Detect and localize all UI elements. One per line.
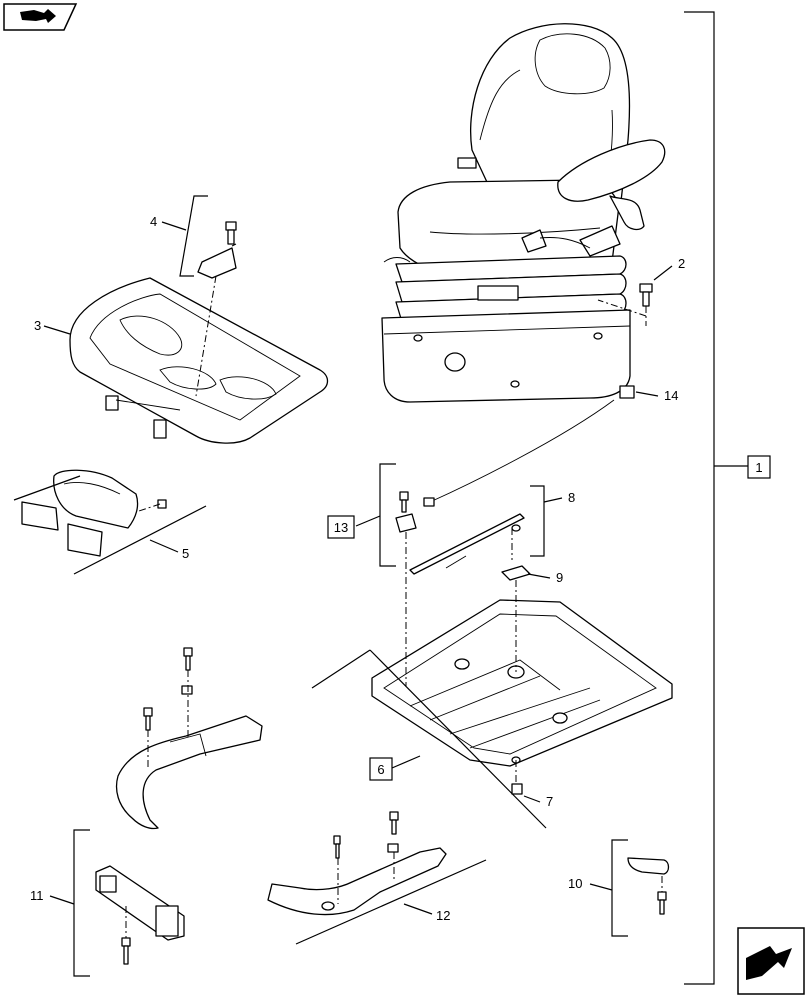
armrest-parts-5 [13,469,207,575]
base-plate-part-6 [311,599,673,829]
svg-text:10: 10 [568,876,582,891]
nut-part-7 [511,760,541,803]
bracket-part-4 [161,195,237,397]
svg-text:3: 3 [34,318,41,333]
harness-part-14 [423,385,659,507]
svg-text:6: 6 [377,762,384,777]
bracket-part-13 [355,463,417,686]
callout-9[interactable]: 9 [556,570,563,585]
rail-part-12 [267,811,487,945]
svg-text:2: 2 [678,256,685,271]
svg-text:4: 4 [150,214,157,229]
callout-13[interactable]: 13 [327,515,355,539]
rail-upper-left [115,647,263,830]
rail-part-11 [49,829,185,977]
svg-text:11: 11 [30,888,44,903]
clip-part-9 [501,565,551,672]
assembly-bracket [684,11,748,985]
callout-2[interactable]: 2 [678,256,685,271]
cushion-pan-part-3 [43,277,329,444]
seat-assembly [381,23,666,403]
svg-text:7: 7 [546,794,553,809]
callout-1[interactable]: 1 [747,455,771,479]
next-page-arrow-icon[interactable] [737,927,805,995]
callout-5[interactable]: 5 [182,546,189,561]
svg-text:9: 9 [556,570,563,585]
callout-6[interactable]: 6 [369,757,393,781]
callout-7[interactable]: 7 [546,794,553,809]
svg-text:1: 1 [755,460,762,475]
bolt-part-2 [597,265,673,326]
clamp-part-10 [589,839,670,937]
callout-4[interactable]: 4 [150,214,157,229]
book-arrow-icon[interactable] [3,3,78,31]
callout-11[interactable]: 11 [30,888,44,903]
svg-text:14: 14 [664,388,678,403]
callout-8[interactable]: 8 [568,490,575,505]
svg-text:5: 5 [182,546,189,561]
callout-12[interactable]: 12 [436,908,450,923]
spring-part-8 [409,485,563,575]
svg-text:12: 12 [436,908,450,923]
callout-10[interactable]: 10 [568,876,582,891]
svg-text:8: 8 [568,490,575,505]
callout-14[interactable]: 14 [664,388,678,403]
svg-text:13: 13 [334,520,348,535]
callout-3[interactable]: 3 [34,318,41,333]
